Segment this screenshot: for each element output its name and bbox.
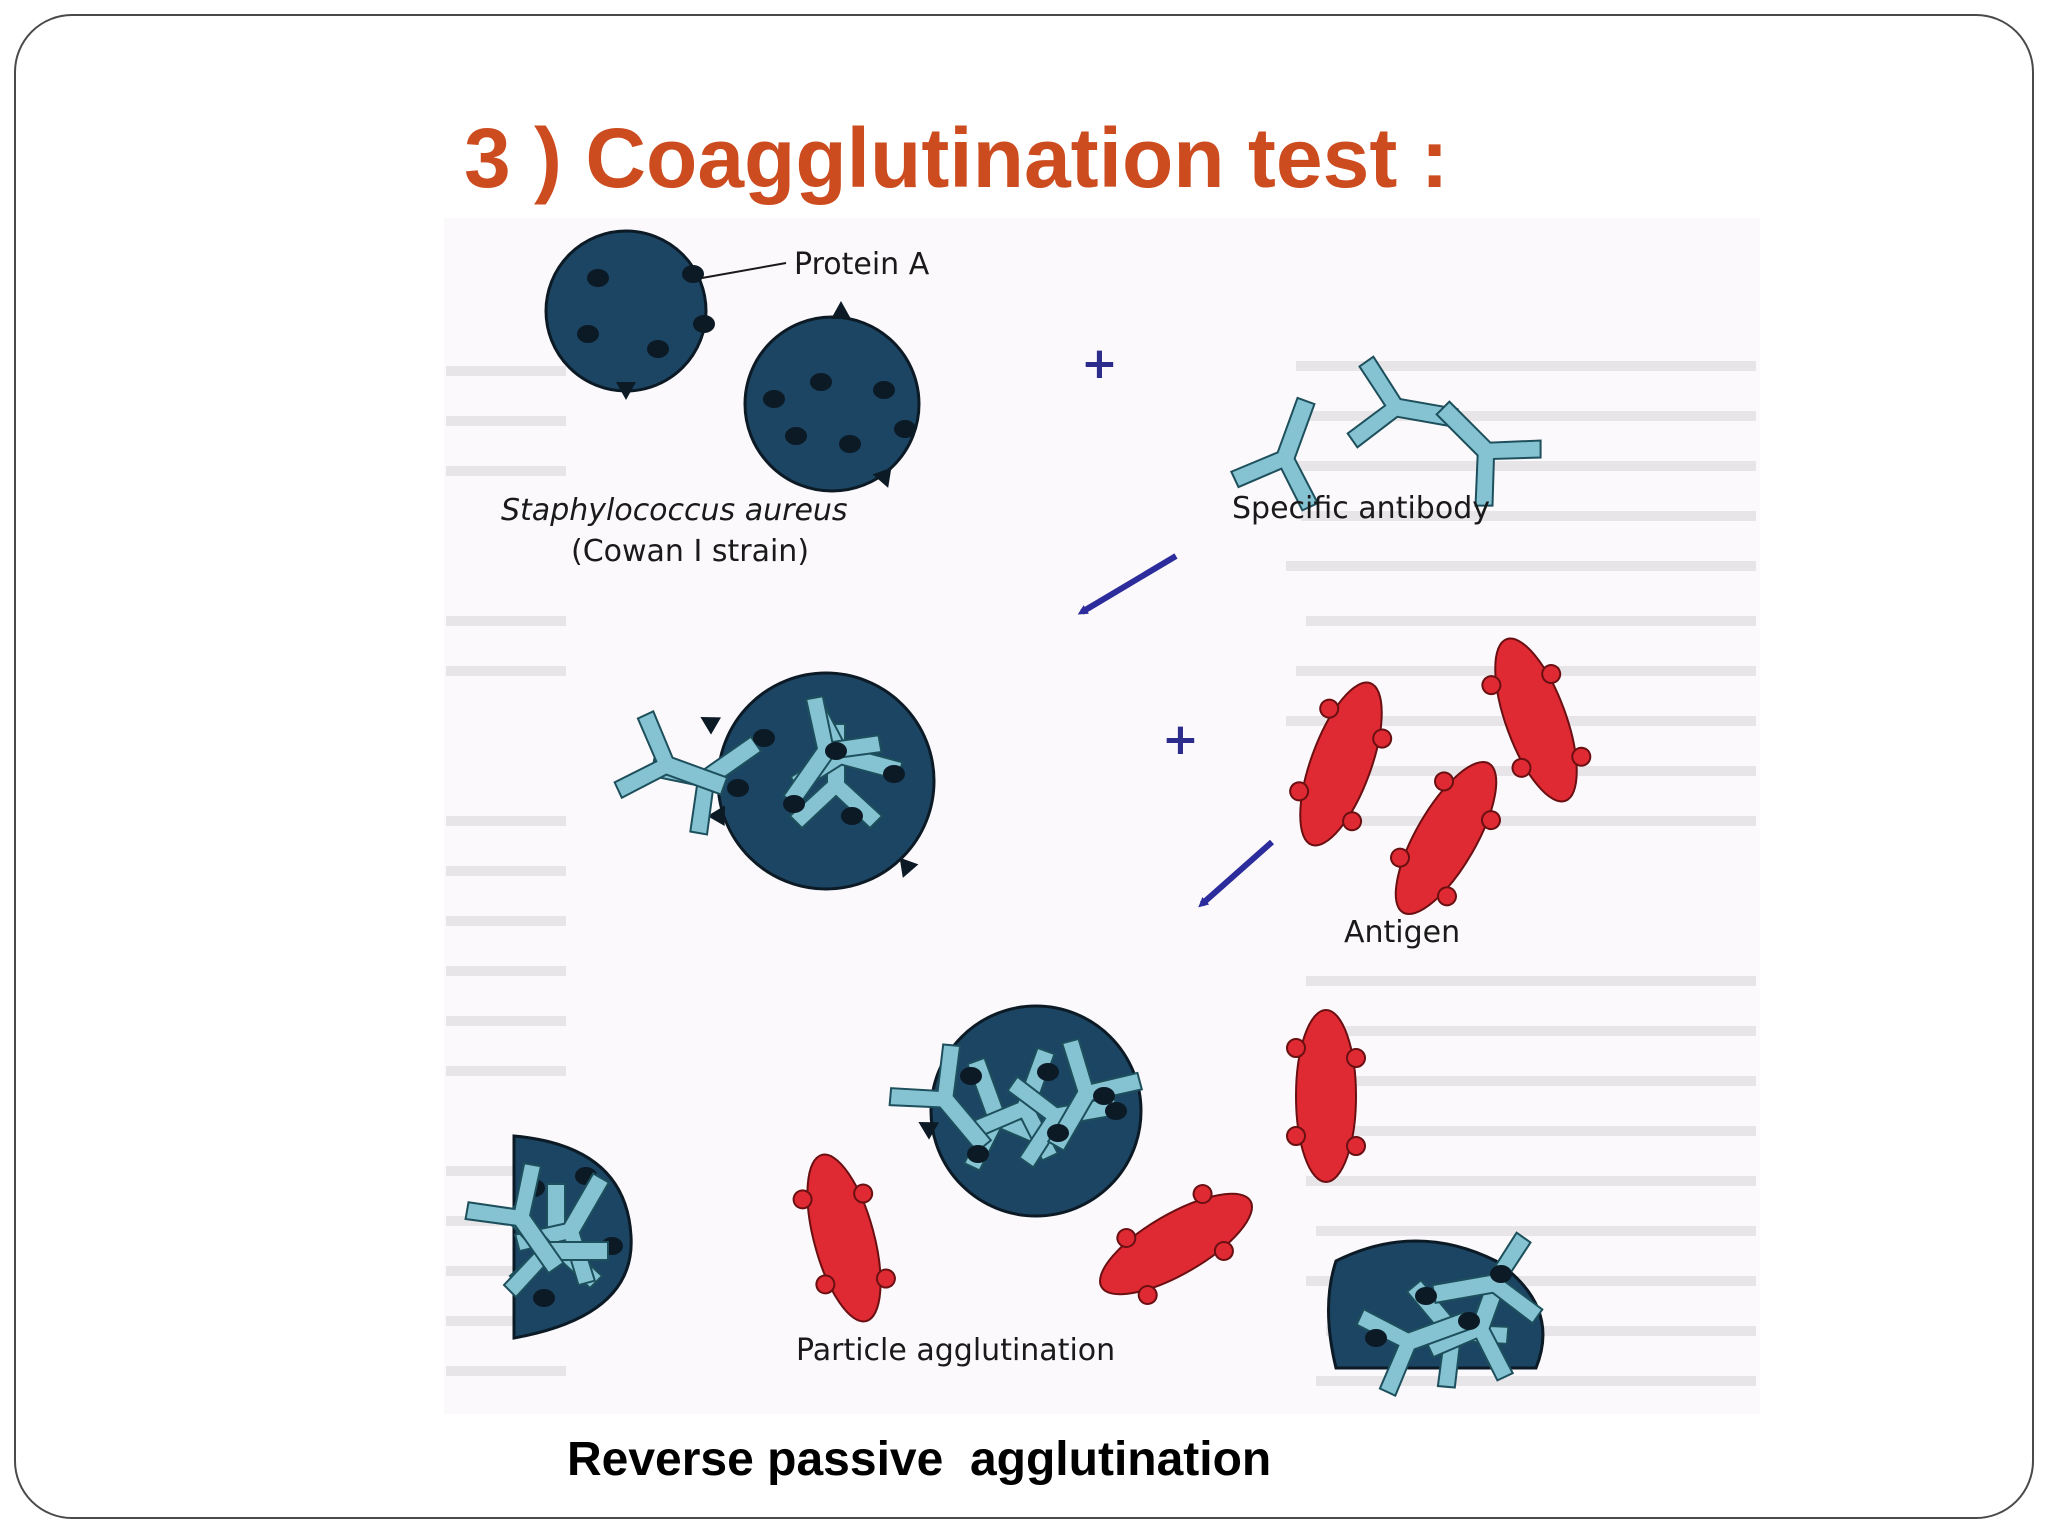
plus-sign-2: + xyxy=(1162,714,1199,765)
antibody-coated-staphylococcus xyxy=(609,671,936,891)
label-staphylococcus-aureus: Staphylococcus aureus xyxy=(501,493,848,528)
slide-frame: 3 ) Coagglutination test : xyxy=(14,14,2034,1519)
label-particle-agglutination: Particle agglutination xyxy=(796,1333,1115,1368)
protein-a-pointer xyxy=(701,262,787,279)
slide-title: 3 ) Coagglutination test : xyxy=(464,111,1449,205)
arrow-step-2 xyxy=(1198,839,1274,908)
label-cowan-strain: (Cowan I strain) xyxy=(571,534,809,569)
arrow-step-1 xyxy=(1077,553,1178,615)
agglutination-lattice xyxy=(457,1004,1546,1401)
label-specific-antibody: Specific antibody xyxy=(1232,491,1490,526)
coagglutination-figure: Protein A Staphylococcus aureus (Cowan I… xyxy=(444,218,1760,1414)
staphylococcus-cell-1 xyxy=(544,229,715,400)
slide-caption: Reverse passive agglutination xyxy=(567,1433,1272,1486)
label-antigen: Antigen xyxy=(1344,915,1460,950)
label-protein-a: Protein A xyxy=(794,247,930,282)
staphylococcus-cell-2 xyxy=(743,301,921,493)
plus-sign-1: + xyxy=(1081,338,1118,389)
